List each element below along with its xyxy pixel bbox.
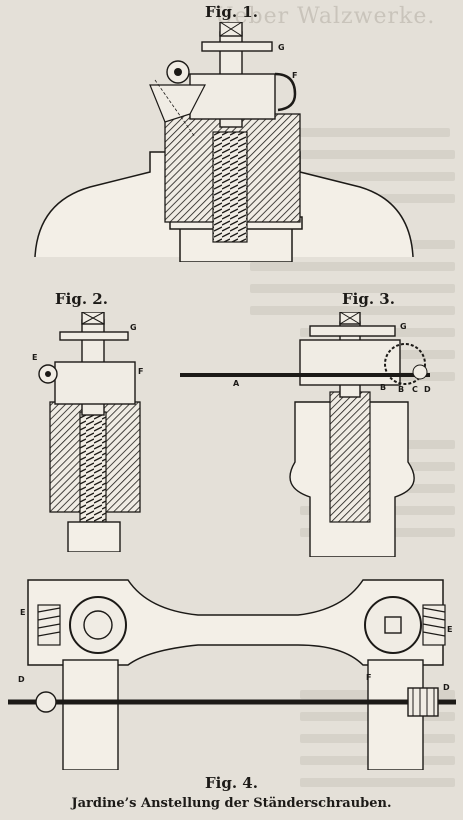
fig3-mark-c: C bbox=[412, 385, 418, 394]
fig4-mark-f: F bbox=[366, 673, 371, 682]
fig1-mark-g: G bbox=[278, 43, 285, 52]
fig4-left-nut bbox=[69, 596, 127, 654]
fig2-label: Fig. 2. bbox=[55, 290, 108, 308]
fig1-screw bbox=[212, 131, 248, 243]
fig4-mark-d-right: D bbox=[443, 683, 450, 692]
fig1-drawing: G F bbox=[30, 22, 420, 262]
fig3-mark-g: G bbox=[400, 322, 407, 331]
fig4-drawing: E D F E D bbox=[8, 570, 456, 770]
fig2-drawing: E G F bbox=[30, 312, 150, 552]
fig1-label: Fig. 1. bbox=[205, 3, 258, 21]
fig3-mark-d: D bbox=[424, 385, 431, 394]
fig2-wheel-g bbox=[59, 331, 129, 341]
fig4-right-worm bbox=[422, 604, 446, 646]
fig4-right-nut bbox=[364, 596, 422, 654]
fig4-label: Fig. 4. bbox=[205, 774, 258, 792]
fig2-worm-box bbox=[54, 361, 136, 405]
fig3-gearbox bbox=[299, 339, 401, 386]
fig2-mark-f: F bbox=[138, 367, 143, 376]
fig4-mark-e-left: E bbox=[20, 608, 25, 617]
fig4-left-leg bbox=[62, 659, 119, 770]
fig3-mark-b1: B bbox=[380, 383, 386, 392]
fig3-wheel-g bbox=[309, 325, 396, 337]
fig2-mark-e: E bbox=[32, 353, 37, 362]
figure-caption: Jardine’s Anstellung der Ständerschraube… bbox=[71, 796, 392, 811]
fig3-mark-b2: B bbox=[398, 385, 404, 394]
fig3-drawing: G A B B C D bbox=[180, 312, 440, 557]
fig4-mark-e-right: E bbox=[447, 625, 452, 634]
fig2-screw bbox=[79, 411, 107, 523]
fig3-bevel-gear bbox=[384, 343, 426, 385]
fig3-label: Fig. 3. bbox=[342, 290, 395, 308]
fig1-wheel-g bbox=[201, 41, 273, 52]
fig1-mark-f: F bbox=[292, 71, 297, 80]
fig4-left-bevel bbox=[35, 691, 57, 713]
fig4-mark-d-left: D bbox=[18, 675, 25, 684]
fig3-mark-a: A bbox=[233, 379, 240, 388]
fig2-mark-g: G bbox=[130, 323, 137, 332]
fig4-left-worm bbox=[37, 604, 61, 646]
fig1-worm-box bbox=[189, 73, 276, 120]
